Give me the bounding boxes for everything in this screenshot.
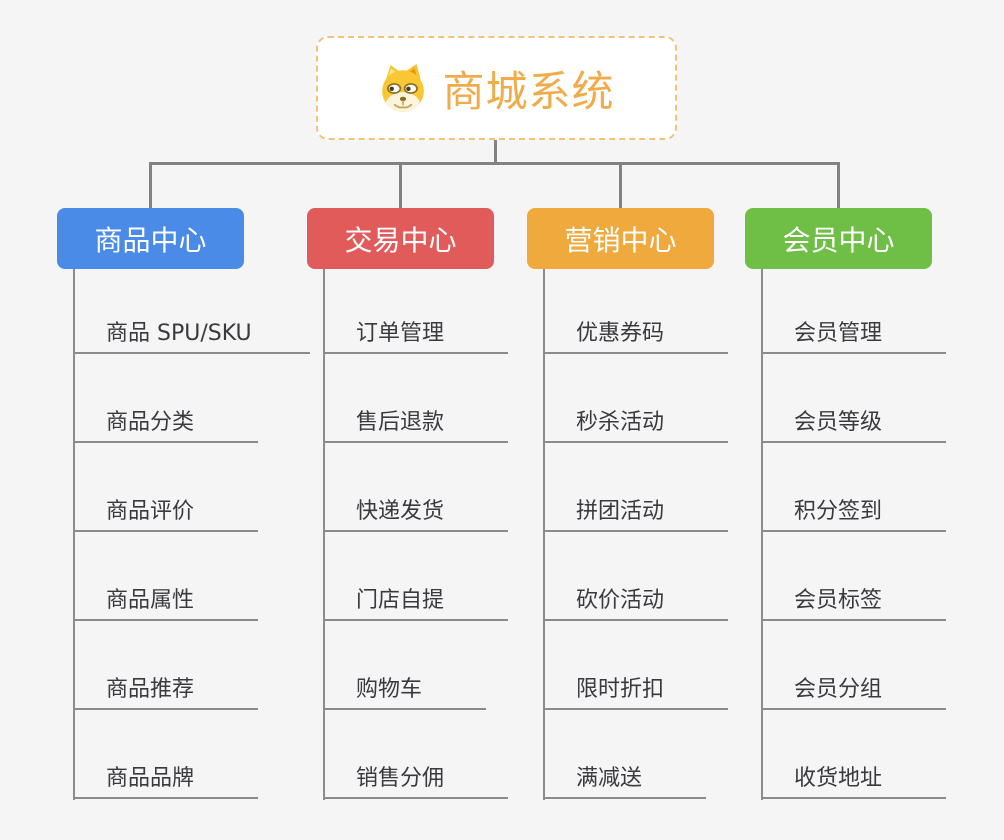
root-node[interactable]: 商城系统 bbox=[316, 36, 677, 140]
branch-node-products[interactable]: 商品中心 bbox=[57, 208, 244, 269]
subtree-line bbox=[761, 269, 763, 800]
sub-item[interactable]: 会员等级 bbox=[761, 402, 946, 443]
sub-item[interactable]: 商品推荐 bbox=[73, 669, 258, 710]
subtree-line bbox=[543, 269, 545, 800]
sub-item[interactable]: 购物车 bbox=[323, 669, 486, 710]
sub-item[interactable]: 会员标签 bbox=[761, 580, 946, 621]
doge-icon bbox=[382, 64, 425, 112]
sub-item[interactable]: 会员管理 bbox=[761, 313, 946, 354]
sub-item[interactable]: 积分签到 bbox=[761, 491, 946, 532]
connector-drop-products bbox=[149, 162, 152, 208]
sub-item[interactable]: 砍价活动 bbox=[543, 580, 728, 621]
sub-item[interactable]: 收货地址 bbox=[761, 758, 946, 799]
sub-item[interactable]: 商品分类 bbox=[73, 402, 258, 443]
branch-node-marketing[interactable]: 营销中心 bbox=[527, 208, 714, 269]
connector-drop-members bbox=[837, 162, 840, 208]
sub-item[interactable]: 商品评价 bbox=[73, 491, 258, 532]
sub-item[interactable]: 商品属性 bbox=[73, 580, 258, 621]
branch-node-members[interactable]: 会员中心 bbox=[745, 208, 932, 269]
connector-drop-marketing bbox=[619, 162, 622, 208]
sub-item[interactable]: 快递发货 bbox=[323, 491, 508, 532]
sub-item[interactable]: 订单管理 bbox=[323, 313, 508, 354]
sub-item[interactable]: 售后退款 bbox=[323, 402, 508, 443]
branch-node-trade[interactable]: 交易中心 bbox=[307, 208, 494, 269]
sub-item[interactable]: 门店自提 bbox=[323, 580, 508, 621]
connector-root-stem bbox=[494, 140, 497, 165]
sub-item[interactable]: 优惠券码 bbox=[543, 313, 728, 354]
branch-subtree-products: 商品 SPU/SKU 商品分类 商品评价 商品属性 商品推荐 商品品牌 bbox=[73, 0, 333, 840]
sub-item[interactable]: 销售分佣 bbox=[323, 758, 508, 799]
sub-item[interactable]: 会员分组 bbox=[761, 669, 946, 710]
subtree-line bbox=[323, 269, 325, 800]
sub-item[interactable]: 秒杀活动 bbox=[543, 402, 728, 443]
sub-item[interactable]: 商品品牌 bbox=[73, 758, 258, 799]
branch-subtree-members: 会员管理 会员等级 积分签到 会员标签 会员分组 收货地址 bbox=[761, 0, 1004, 840]
branch-subtree-trade: 订单管理 售后退款 快递发货 门店自提 购物车 销售分佣 bbox=[323, 0, 583, 840]
connector-drop-trade bbox=[399, 162, 402, 208]
root-title: 商城系统 bbox=[442, 66, 615, 116]
sub-item[interactable]: 限时折扣 bbox=[543, 669, 728, 710]
subtree-line bbox=[73, 269, 75, 800]
sub-item[interactable]: 商品 SPU/SKU bbox=[73, 313, 310, 354]
sub-item[interactable]: 满减送 bbox=[543, 758, 706, 799]
sub-item[interactable]: 拼团活动 bbox=[543, 491, 728, 532]
branch-subtree-marketing: 优惠券码 秒杀活动 拼团活动 砍价活动 限时折扣 满减送 bbox=[543, 0, 803, 840]
connector-horizontal bbox=[149, 162, 840, 165]
